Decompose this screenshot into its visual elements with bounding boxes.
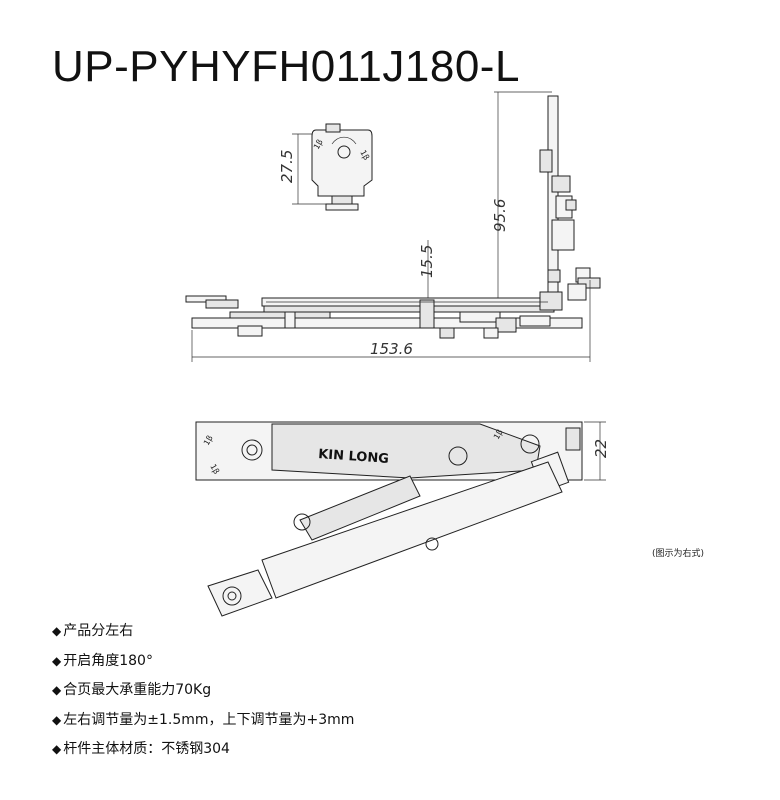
bullet-diamond-icon: ◆ [52, 712, 62, 727]
spec-text: 左右调节量为±1.5mm，上下调节量为+3mm [63, 711, 355, 728]
dim-body-thickness: 22 [592, 439, 610, 458]
svg-text:1β: 1β [208, 463, 221, 476]
spec-item: ◆产品分左右 [52, 624, 354, 638]
hinge-technical-drawing: 1β 1β 27.5 95.6 15.5 [185, 91, 610, 617]
product-title: UP-PYHYFH011J180-L [52, 42, 520, 91]
image-note: (图示为右式) [652, 549, 705, 559]
spec-item: ◆合页最大承重能力70Kg [52, 683, 354, 697]
side-view-detail: 1β 1β 27.5 [278, 123, 373, 211]
spec-item: ◆左右调节量为±1.5mm，上下调节量为+3mm [52, 713, 354, 727]
bullet-diamond-icon: ◆ [52, 624, 62, 638]
bullet-diamond-icon: ◆ [52, 742, 62, 756]
spec-item: ◆杆件主体材质：不锈钢304 [52, 742, 354, 756]
spec-text: 杆件主体材质：不锈钢304 [63, 741, 230, 757]
spec-item: ◆开启角度180° [52, 654, 354, 668]
dim-vertical-length: 95.6 [491, 199, 509, 232]
dim-side-height: 27.5 [278, 150, 296, 183]
svg-text:1β: 1β [202, 434, 215, 447]
brand-logo: KIN LONG [318, 447, 390, 467]
spec-list: ◆产品分左右 ◆开启角度180° ◆合页最大承重能力70Kg ◆左右调节量为±1… [52, 624, 354, 772]
bullet-diamond-icon: ◆ [52, 653, 62, 668]
svg-text:1β: 1β [358, 149, 371, 162]
spec-text: 产品分左右 [63, 623, 134, 639]
spec-text: 开启角度180° [63, 652, 153, 669]
svg-text:1β: 1β [492, 428, 505, 441]
dim-horizontal-length: 153.6 [370, 340, 413, 358]
dim-arm-offset: 15.5 [418, 245, 436, 278]
main-l-view: 95.6 15.5 153.6 [185, 91, 601, 362]
svg-text:1β: 1β [312, 138, 325, 151]
spec-text: 合页最大承重能力70Kg [63, 682, 212, 698]
perspective-view: KIN LONG 1β 1β 1β 22 [195, 421, 610, 617]
bullet-diamond-icon: ◆ [52, 683, 62, 697]
